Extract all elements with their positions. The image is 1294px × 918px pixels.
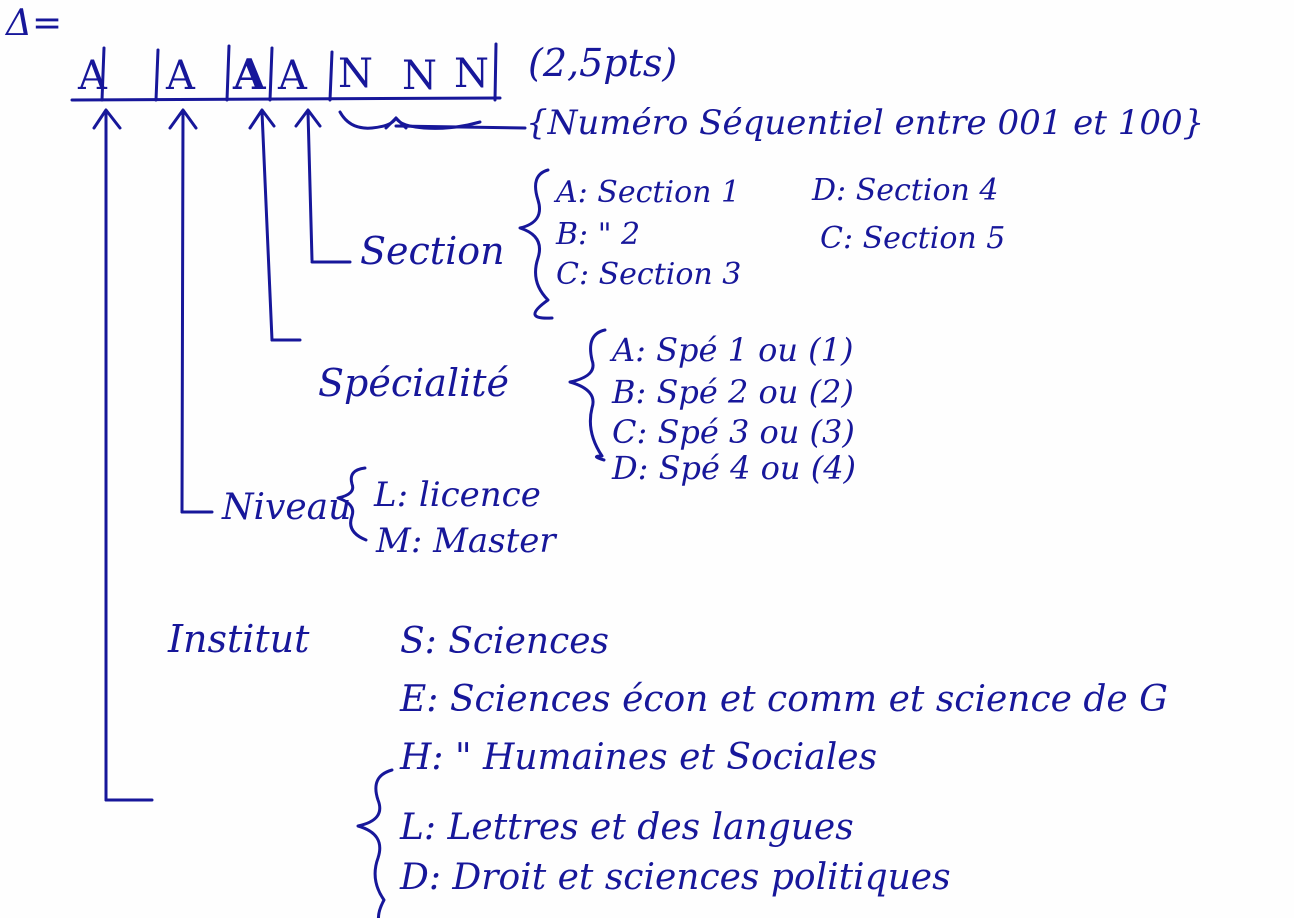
section-option-c: C: Section 3: [556, 257, 742, 292]
niveau-option-m: M: Master: [376, 521, 556, 561]
sequence-label: {Numéro Séquentiel entre 001 et 100}: [526, 103, 1205, 143]
arrow-niveau: [168, 108, 198, 514]
code-box-6: N: [402, 53, 437, 99]
section-option-d: D: Section 4: [812, 173, 999, 208]
code-box-3: A: [233, 50, 266, 99]
arrow-section: [294, 108, 322, 262]
section-option-a: A: Section 1: [556, 175, 741, 210]
specialite-label: Spécialité: [318, 361, 510, 405]
niveau-option-l: L: licence: [374, 475, 541, 515]
section-option-e: C: Section 5: [820, 221, 1006, 256]
code-box-2: A: [166, 53, 195, 99]
box-separator-6: [493, 42, 498, 102]
box-separator-5: [328, 50, 334, 102]
niveau-brace: [336, 466, 368, 542]
specialite-option-d: D: Spé 4 ou (4): [612, 449, 857, 487]
institut-option-h: H: " Humaines et Sociales: [400, 737, 878, 778]
institut-option-l: L: Lettres et des langues: [400, 807, 854, 848]
code-box-7: N: [454, 51, 489, 97]
section-label: Section: [360, 229, 505, 273]
institut-option-d: D: Droit et sciences politiques: [400, 857, 951, 898]
code-box-5: N: [338, 51, 373, 97]
institut-label: Institut: [168, 617, 310, 661]
box-separator-2: [154, 48, 160, 102]
box-separator-4: [268, 46, 274, 102]
section-brace: [518, 168, 554, 320]
code-box-1: A: [78, 53, 107, 99]
specialite-option-b: B: Spé 2 ou (2): [612, 373, 854, 411]
arrow-specialite: [248, 108, 276, 342]
box-separator-3: [225, 44, 231, 102]
code-box-4: A: [278, 53, 307, 99]
institut-brace: [356, 768, 394, 918]
specialite-brace: [568, 328, 607, 462]
specialite-option-c: C: Spé 3 ou (3): [612, 413, 855, 451]
box-separator-1: [100, 46, 106, 102]
page-title: Δ=: [6, 3, 63, 44]
points-label: (2,5pts): [528, 41, 678, 85]
specialite-option-a: A: Spé 1 ou (1): [612, 331, 854, 369]
institut-option-s: S: Sciences: [400, 621, 610, 662]
sequence-leader: [394, 124, 527, 130]
arrow-institut: [92, 108, 122, 802]
niveau-label: Niveau: [222, 487, 352, 528]
institut-option-e: E: Sciences écon et comm et science de G: [400, 679, 1168, 720]
section-option-b: B: " 2: [556, 217, 641, 252]
code-underline: [70, 96, 502, 102]
